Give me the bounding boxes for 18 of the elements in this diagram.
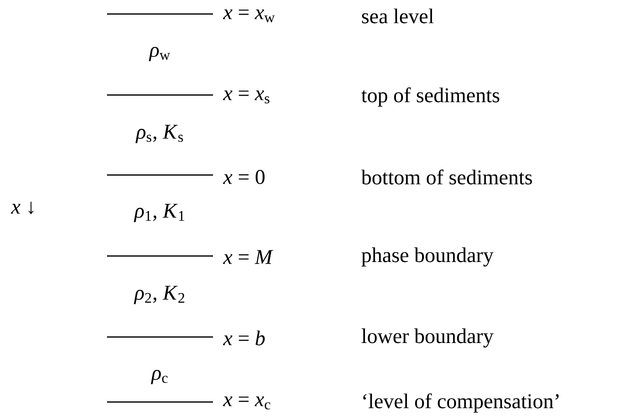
boundary-equation: x = x$_{w}$: [222, 10, 275, 22]
boundary-equation: x = 0: [222, 170, 265, 184]
boundary-name: sea level: [362, 8, 434, 24]
boundary-equation: x = M: [222, 250, 274, 264]
boundary-equation: x = x$_{c}$: [222, 396, 270, 410]
boundary-name: lower boundary: [362, 328, 494, 348]
depth-axis-label: x ↓: [10, 202, 34, 214]
layer-parameter: ρ$_{2}$, K$_{2}$: [134, 286, 184, 304]
boundary-name: bottom of sediments: [361, 170, 532, 184]
layer-parameter: ρ$_{1}$, K$_{1}$: [134, 204, 184, 222]
layer-parameter: ρ$_{c}$: [150, 370, 168, 384]
boundary-name: phase boundary: [362, 247, 494, 267]
layer-parameter: ρ$_{s}$, K$_{s}$: [136, 124, 183, 144]
boundary-name: top of sediments: [361, 87, 500, 107]
boundary-name: ‘level of compensation’: [363, 393, 559, 413]
boundary-equation: x = x$_{s}$: [222, 90, 270, 104]
layer-parameter: ρ$_{w}$: [148, 46, 170, 62]
boundary-equation: x = b: [222, 330, 265, 346]
